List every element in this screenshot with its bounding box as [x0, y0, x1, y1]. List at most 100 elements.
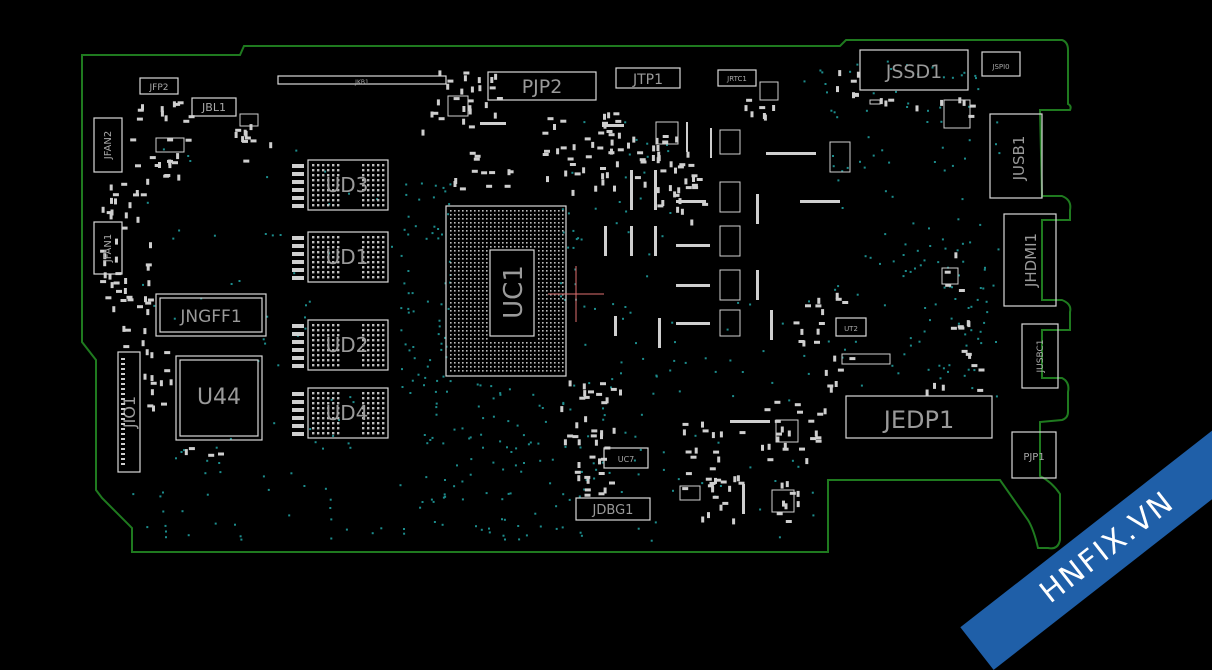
- jio1-connector[interactable]: JIO1: [117, 351, 141, 473]
- side-cap: [292, 188, 304, 192]
- pjp2-connector[interactable]: PJP2: [487, 71, 597, 101]
- cpu-ball: [458, 318, 460, 320]
- chip-ball: [327, 427, 330, 430]
- ut2-chip[interactable]: UT2: [835, 317, 867, 337]
- smd-pad: [579, 396, 586, 400]
- pcb-viewer[interactable]: JFP2 JBL1 JFAN2 JFAN1 JNGFF1 JIO1 U44 UD…: [0, 0, 1212, 618]
- test-point: [162, 148, 165, 151]
- cpu-ball: [478, 218, 480, 220]
- cpu-ball: [514, 226, 516, 228]
- smd-pad: [468, 108, 472, 115]
- jspi0-connector[interactable]: JSPI0: [981, 51, 1021, 77]
- chip-ball: [332, 359, 335, 362]
- jusbc1-connector[interactable]: JUSBC1: [1021, 323, 1059, 389]
- pin: [121, 463, 125, 465]
- smd-pad: [733, 476, 737, 483]
- ud3-memory-chip[interactable]: UD3: [292, 159, 389, 211]
- jdbg1-connector[interactable]: JDBG1: [575, 497, 651, 521]
- cpu-ball: [482, 254, 484, 256]
- cpu-ball: [558, 274, 560, 276]
- smd-pad: [685, 450, 692, 454]
- cpu-ball: [546, 274, 548, 276]
- smd-pad: [603, 487, 607, 494]
- cpu-ball: [554, 210, 556, 212]
- test-point: [601, 461, 604, 464]
- cpu-ball: [454, 342, 456, 344]
- cpu-ball: [478, 366, 480, 368]
- test-point: [437, 228, 440, 230]
- cpu-ball: [550, 334, 552, 336]
- cpu-ball: [490, 238, 492, 240]
- cpu-ball: [530, 214, 532, 216]
- jngff1-connector[interactable]: JNGFF1: [155, 293, 267, 337]
- test-point: [916, 249, 919, 252]
- jkb1-connector[interactable]: JKB1: [277, 75, 447, 86]
- jssd1-connector[interactable]: JSSD1: [859, 49, 969, 91]
- jtp1-connector[interactable]: JTP1: [615, 67, 681, 89]
- test-point: [479, 384, 482, 387]
- ud1-label: UD1: [326, 245, 369, 269]
- cpu-ball: [458, 326, 460, 328]
- chip-ball: [312, 266, 315, 269]
- jfan1-connector[interactable]: JFAN1: [93, 221, 123, 275]
- smd-pad: [489, 171, 496, 175]
- ud4-memory-chip[interactable]: UD4: [292, 387, 389, 439]
- ud2-memory-chip[interactable]: UD2: [292, 319, 389, 371]
- smd-pad: [717, 456, 721, 463]
- test-point: [997, 248, 1000, 251]
- chip-ball: [317, 422, 320, 425]
- chip-ball: [367, 402, 370, 405]
- cpu-ball: [450, 322, 452, 324]
- chip-ball: [327, 199, 330, 202]
- cpu-ball: [554, 254, 556, 256]
- smd-pad: [794, 403, 801, 407]
- ud1-memory-chip[interactable]: UD1: [292, 231, 389, 283]
- chip-ball: [367, 412, 370, 415]
- u44-chip[interactable]: U44: [175, 355, 263, 441]
- uc7-chip[interactable]: UC7: [603, 447, 649, 469]
- jrtc1-connector[interactable]: JRTC1: [717, 69, 757, 87]
- chip-ball: [317, 407, 320, 410]
- test-point: [958, 274, 960, 277]
- cpu-ball: [482, 282, 484, 284]
- jfp2-connector[interactable]: JFP2: [139, 77, 179, 95]
- small-ic: [759, 81, 779, 101]
- cpu-ball: [530, 366, 532, 368]
- cpu-ball: [454, 302, 456, 304]
- smd-pad: [691, 174, 698, 178]
- side-cap: [292, 196, 304, 200]
- smd-pad: [584, 488, 591, 492]
- trace-component: [710, 128, 712, 158]
- cpu-ball: [554, 322, 556, 324]
- cpu-ball: [562, 298, 564, 300]
- chip-ball: [337, 417, 340, 420]
- test-point: [371, 532, 374, 535]
- chip-ball: [382, 392, 385, 395]
- smd-pad: [798, 340, 805, 343]
- cpu-ball: [550, 290, 552, 292]
- test-point: [593, 477, 596, 480]
- cpu-ball: [474, 262, 476, 264]
- chip-ball: [317, 344, 320, 347]
- cpu-ball: [498, 342, 500, 344]
- uc1-cpu[interactable]: UC1: [445, 205, 567, 377]
- cpu-ball: [562, 334, 564, 336]
- chip-ball: [322, 354, 325, 357]
- jusb1-connector[interactable]: JUSB1: [989, 113, 1043, 199]
- smd-pad: [235, 128, 242, 132]
- jhdmi1-connector[interactable]: JHDMI1: [1003, 213, 1057, 307]
- cpu-ball: [454, 314, 456, 316]
- chip-ball: [362, 189, 365, 192]
- small-ic: [869, 99, 881, 105]
- jfan2-connector[interactable]: JFAN2: [93, 117, 123, 173]
- jbl1-connector[interactable]: JBL1: [191, 97, 237, 117]
- jedp1-connector[interactable]: JEDP1: [845, 395, 993, 439]
- cpu-ball: [546, 290, 548, 292]
- smd-pad: [965, 352, 972, 356]
- chip-ball: [322, 402, 325, 405]
- cpu-ball: [470, 322, 472, 324]
- pjp1-connector[interactable]: PJP1: [1011, 431, 1057, 479]
- cpu-ball: [542, 258, 544, 260]
- chip-ball: [317, 266, 320, 269]
- smd-pad: [776, 432, 782, 436]
